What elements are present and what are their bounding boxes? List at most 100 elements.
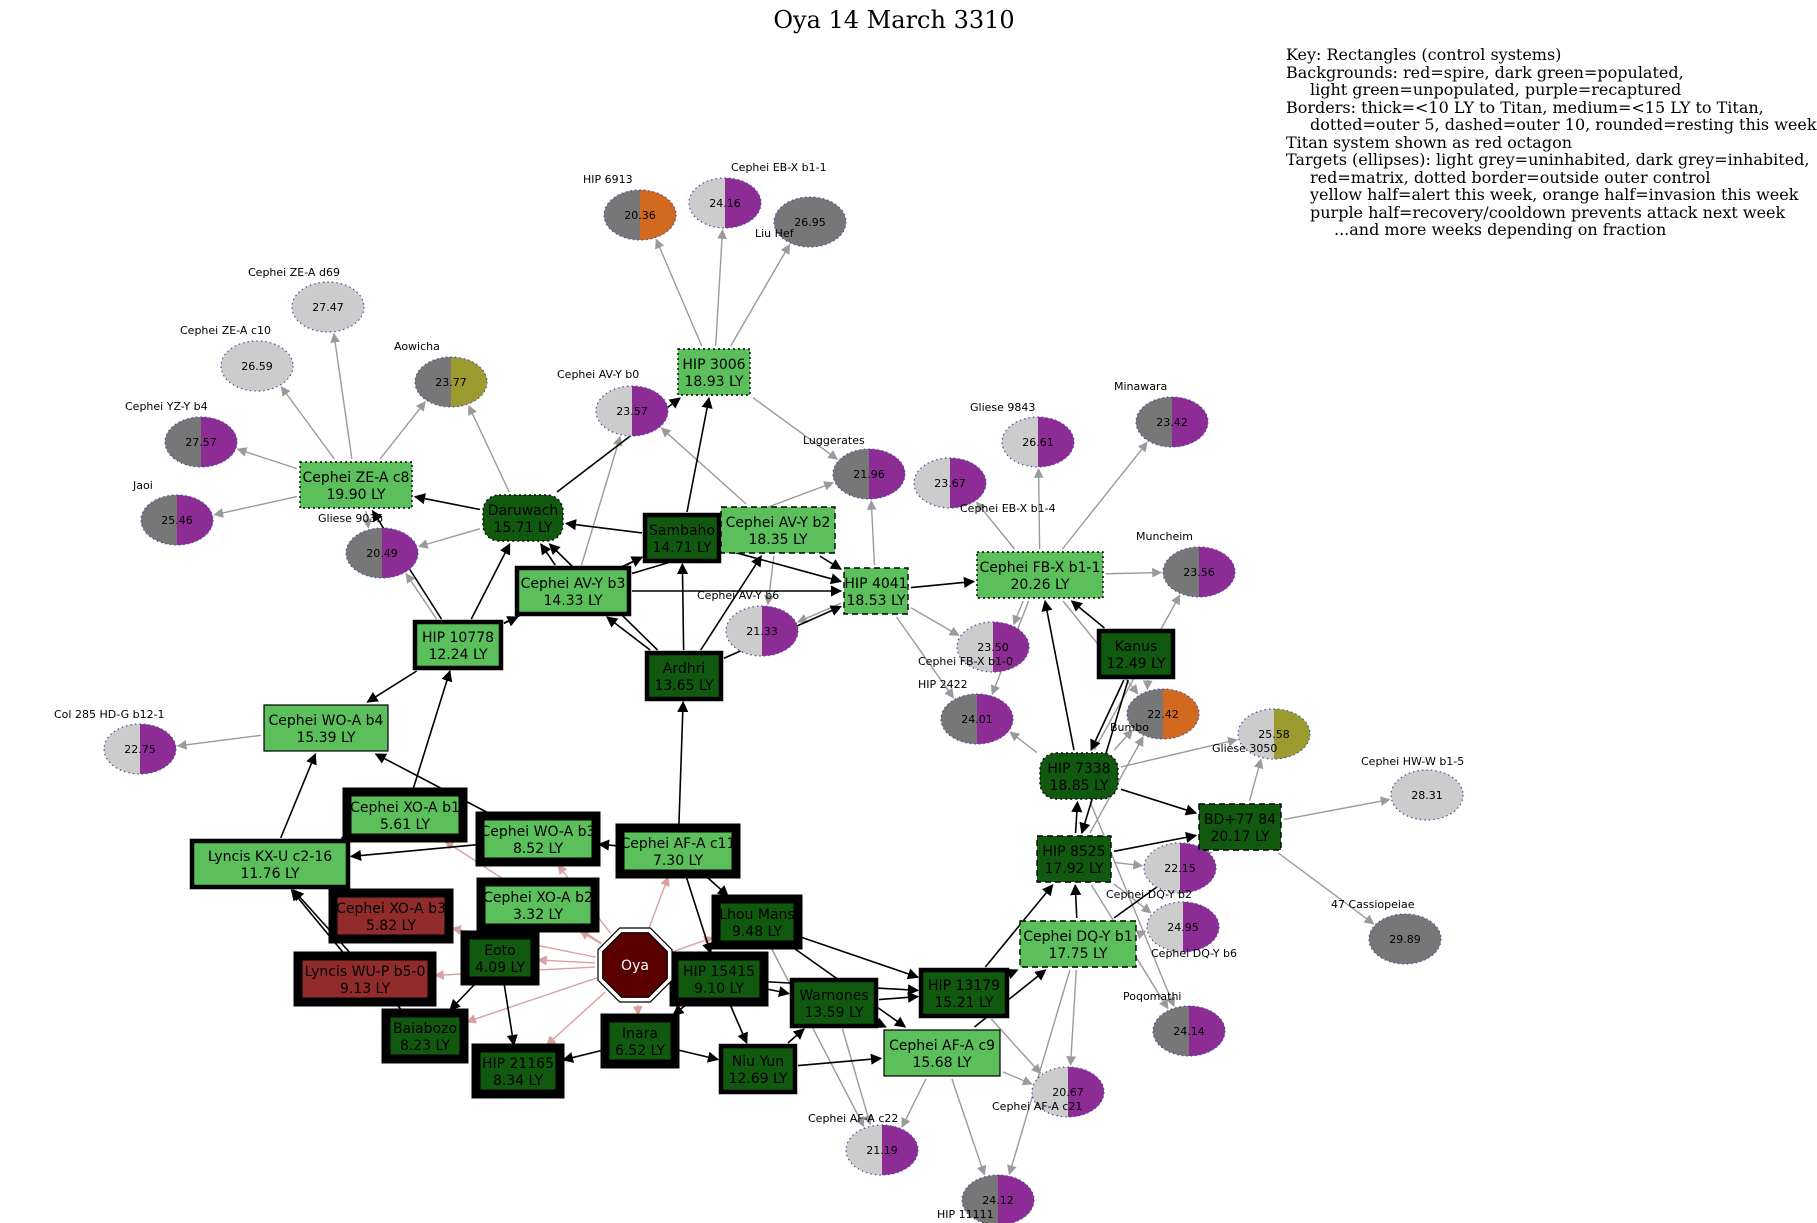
target-value: 21.96 bbox=[853, 468, 885, 481]
target-link bbox=[764, 555, 775, 606]
system-distance: 15.71 LY bbox=[493, 520, 552, 536]
target-value: 27.57 bbox=[185, 436, 217, 449]
target-value: 25.58 bbox=[1258, 728, 1290, 741]
target-value: 26.95 bbox=[794, 216, 826, 229]
target-label: Cephei EB-X b1-4 bbox=[960, 502, 1056, 515]
system-distance: 8.23 LY bbox=[400, 1038, 451, 1054]
target-link bbox=[895, 616, 955, 699]
target-av-b0: 23.57 Cephei AV-Y b0 bbox=[557, 368, 669, 437]
target-label: HIP 6913 bbox=[583, 173, 633, 186]
control-link bbox=[366, 670, 418, 703]
control-link bbox=[626, 556, 644, 567]
target-label: Cephei EB-X b1-1 bbox=[731, 161, 827, 174]
system-name: Daruwach bbox=[488, 503, 559, 519]
target-av-b6: 21.33 Cephei AV-Y b6 bbox=[697, 589, 799, 657]
target-value: 24.95 bbox=[1167, 921, 1199, 934]
control-link bbox=[819, 555, 842, 570]
system-name: Cephei AF-A c11 bbox=[620, 836, 735, 852]
control-link bbox=[676, 562, 689, 651]
target-link bbox=[417, 528, 481, 549]
target-label: Cephei AF-A c22 bbox=[808, 1112, 898, 1125]
system-distance: 11.76 LY bbox=[240, 866, 299, 882]
system-name: Cephei WO-A b4 bbox=[269, 713, 384, 729]
system-name: HIP 21165 bbox=[482, 1056, 554, 1072]
system-distance: 5.82 LY bbox=[366, 918, 417, 934]
target-link bbox=[901, 1078, 927, 1128]
target-label: Aowicha bbox=[394, 340, 440, 353]
target-yz-b4: 27.57 Cephei YZ-Y b4 bbox=[125, 400, 238, 468]
target-link bbox=[1248, 758, 1264, 802]
target-link bbox=[1061, 441, 1148, 550]
target-value: 23.50 bbox=[977, 641, 1009, 654]
system-name: Lyncis KX-U c2-16 bbox=[208, 849, 332, 865]
control-link bbox=[910, 576, 976, 589]
control-link bbox=[561, 1049, 603, 1063]
target-label: Cephei YZ-Y b4 bbox=[125, 400, 208, 413]
target-link bbox=[910, 607, 960, 636]
page-title: Oya 14 March 3310 bbox=[773, 6, 1015, 34]
target-value: 24.12 bbox=[982, 1194, 1014, 1207]
control-link bbox=[685, 876, 713, 955]
system-distance: 17.75 LY bbox=[1048, 946, 1107, 962]
target-value: 26.61 bbox=[1022, 436, 1054, 449]
system-name: HIP 15415 bbox=[683, 964, 755, 980]
system-distance: 18.53 LY bbox=[846, 593, 905, 609]
target-label: Liu Hef bbox=[755, 227, 795, 240]
target-value: 22.15 bbox=[1164, 862, 1196, 875]
target-label: Cephei AV-Y b0 bbox=[557, 368, 639, 381]
titan-link bbox=[632, 1004, 643, 1016]
target-link bbox=[1009, 731, 1038, 754]
key-line: yellow half=alert this week, orange half… bbox=[1310, 185, 1799, 204]
target-link bbox=[655, 238, 703, 347]
control-link bbox=[700, 555, 762, 651]
target-link bbox=[176, 734, 262, 750]
control-link bbox=[413, 493, 481, 511]
target-link bbox=[841, 1028, 873, 1126]
system-name: HIP 7338 bbox=[1047, 761, 1110, 777]
target-link bbox=[1007, 969, 1071, 1176]
target-label: Jaoi bbox=[132, 479, 153, 492]
system-name: Lhou Mans bbox=[719, 907, 794, 923]
system-distance: 14.33 LY bbox=[543, 593, 602, 609]
control-link bbox=[412, 669, 453, 790]
titan-link bbox=[545, 991, 606, 1046]
system-distance: 15.21 LY bbox=[934, 995, 993, 1011]
control-link bbox=[874, 1017, 887, 1028]
target-link bbox=[796, 602, 842, 624]
target-value: 22.42 bbox=[1147, 708, 1179, 721]
target-value: 21.33 bbox=[746, 625, 778, 638]
target-link bbox=[280, 385, 335, 460]
target-link bbox=[1277, 852, 1375, 925]
system-name: Eoto bbox=[484, 943, 515, 959]
system-distance: 14.71 LY bbox=[652, 540, 711, 556]
control-link bbox=[540, 543, 556, 566]
target-link bbox=[1105, 567, 1162, 578]
system-name: Baiabozo bbox=[393, 1021, 457, 1037]
target-label: Cephei AV-Y b6 bbox=[697, 589, 779, 602]
target-link bbox=[752, 397, 839, 460]
system-cepheiwo-b3: Cephei WO-A b38.52 LY bbox=[475, 811, 601, 867]
system-distance: 15.68 LY bbox=[912, 1055, 971, 1071]
control-link bbox=[984, 884, 1054, 968]
titan-link bbox=[579, 930, 602, 945]
target-value: 23.57 bbox=[616, 405, 648, 418]
system-distance: 13.59 LY bbox=[804, 1005, 863, 1021]
system-distance: 18.93 LY bbox=[684, 374, 743, 390]
key-line: Borders: thick=<10 LY to Titan, medium=<… bbox=[1286, 97, 1764, 117]
